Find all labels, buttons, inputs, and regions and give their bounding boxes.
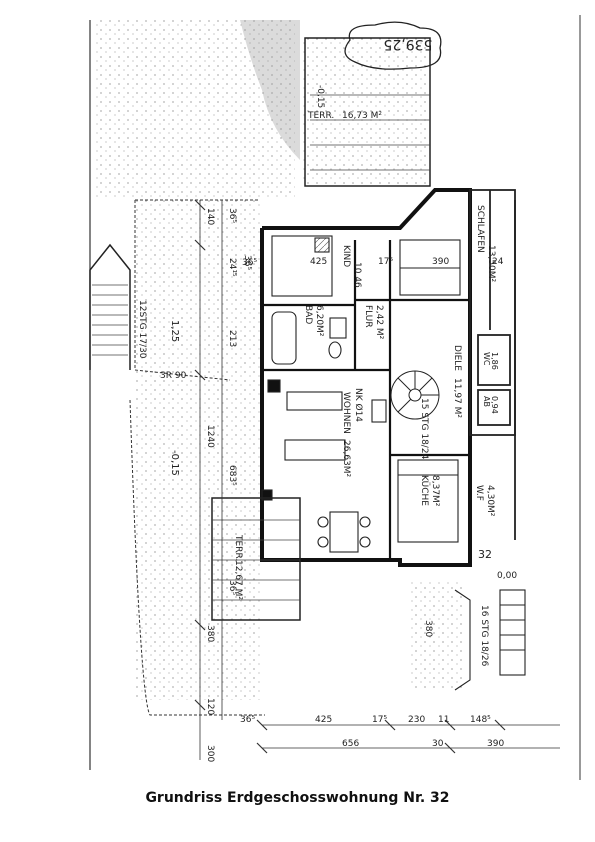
- room-schlafen-area: 13,50M²: [486, 245, 496, 283]
- stairs-outer-label: 12STG 17/30: [137, 300, 147, 359]
- room-wc-area: 1,86: [490, 352, 499, 370]
- terrace-top-area: 16,73 M²: [342, 111, 382, 121]
- dim-230: 230: [408, 715, 425, 725]
- room-wf-name: W.F: [474, 485, 484, 501]
- building-walls: [260, 188, 472, 567]
- bath-fixtures: [271, 311, 347, 365]
- room-kind-name: KIND: [341, 245, 351, 267]
- bush-area: [240, 20, 300, 160]
- room-kueche-area: 8,37M²: [430, 475, 440, 507]
- page-frame: [89, 15, 581, 780]
- room-flur-area: 2,42 M²: [374, 305, 384, 340]
- dimension-lines: [194, 199, 560, 760]
- dim-1485: 148⁵: [470, 715, 491, 725]
- dim-24: 24: [492, 257, 504, 267]
- stairs-right-label: 16 STG 18/26: [479, 605, 489, 667]
- dim-656: 656: [342, 739, 359, 749]
- east-wing: [469, 189, 516, 540]
- room-kueche-name: KÜCHE: [419, 475, 430, 506]
- dim-2415: 24¹⁵: [227, 258, 237, 277]
- dim-6835: 683⁵: [227, 465, 237, 486]
- dim-30: 30: [432, 739, 444, 749]
- bed-schlafen: [399, 239, 461, 296]
- bed-kind: [271, 235, 333, 297]
- annotations: 15 STG 18/24 12STG 17/30 16 STG 18/26 NK…: [137, 85, 517, 667]
- kitchen-counter: [397, 459, 459, 543]
- site-boundary: [129, 199, 265, 716]
- dim-11: 11: [438, 715, 449, 725]
- dim-365e: 36⁵: [240, 715, 255, 725]
- outer-stair: [89, 243, 131, 370]
- dim-425a: 425: [310, 257, 327, 267]
- plan-caption: Grundriss Erdgeschosswohnung Nr. 32: [145, 790, 450, 806]
- dim-300: 300: [205, 745, 215, 762]
- handwritten-note: 539,25: [344, 21, 442, 70]
- dim-390b: 390: [487, 739, 504, 749]
- dim-380b: 380: [423, 620, 433, 637]
- room-ab-area: 0,94: [490, 396, 499, 414]
- dimension-texts: 140 36⁵ 36⁵ 24¹⁵ 213 1240 683⁵ 380 380 1…: [205, 208, 504, 762]
- room-kind-area: 10,46: [352, 262, 362, 288]
- stairs-inner-label: 15 STG 18/24: [419, 398, 429, 460]
- level-top-label: -0,15: [315, 85, 325, 108]
- unit-number: 32: [478, 548, 492, 561]
- room-wc-name: WC: [482, 352, 491, 366]
- garden-area: [95, 20, 465, 700]
- spiral-stair: [390, 370, 440, 420]
- dim-365d: 36⁵: [242, 258, 257, 268]
- level-mid-label: -0,15: [169, 450, 180, 476]
- dim-175b: 17⁵: [372, 715, 387, 725]
- right-stair: [454, 589, 526, 691]
- room-wohnen-name: WOHNEN: [341, 392, 351, 434]
- dim-120: 120: [205, 698, 215, 715]
- dim-390a: 390: [432, 257, 449, 267]
- dim-175: 17⁵: [378, 257, 393, 267]
- room-bad-name: BAD: [303, 305, 313, 324]
- dim-365b: 36⁵: [242, 255, 252, 270]
- terrace-bottom-name: TERR.: [233, 534, 243, 561]
- terrace-top-name: TERR.: [307, 111, 334, 121]
- terrace-top: [304, 37, 431, 187]
- handwritten-value: 539,25: [384, 36, 433, 52]
- room-wf-area: 4,30M²: [485, 485, 495, 517]
- room-diele-name: DIELE: [452, 345, 462, 371]
- room-flur-name: FLUR: [363, 305, 373, 328]
- dim-380a: 380: [205, 625, 215, 642]
- terrace-bottom: [211, 497, 301, 621]
- terrace-bottom-area: 12,67 M²: [233, 560, 243, 600]
- dim-140: 140: [205, 208, 215, 225]
- dim-1240: 1240: [205, 425, 215, 448]
- living-furniture: [261, 379, 387, 553]
- level-left-label: 1,25: [169, 320, 180, 342]
- beam-label: 3R 90: [160, 371, 187, 381]
- dim-425b: 425: [315, 715, 332, 725]
- room-bad-area: 6,20M²: [314, 305, 324, 337]
- level-right-label: 0,00: [497, 571, 517, 581]
- dim-365c: 36⁵: [227, 580, 237, 595]
- dim-365a: 36⁵: [227, 208, 237, 223]
- room-ab-name: AB: [482, 396, 491, 407]
- room-wohnen-area: 26,63M²: [341, 440, 351, 478]
- room-labels: SCHLAFEN 13,50M² KIND 10,46 FLUR 2,42 M²…: [233, 111, 499, 600]
- chimney-label: NK Ø14: [353, 388, 364, 422]
- room-schlafen-name: SCHLAFEN: [475, 205, 485, 253]
- dim-213: 213: [227, 330, 237, 347]
- room-diele-area: 11,97 M²: [452, 378, 462, 418]
- interior-walls: [262, 240, 470, 560]
